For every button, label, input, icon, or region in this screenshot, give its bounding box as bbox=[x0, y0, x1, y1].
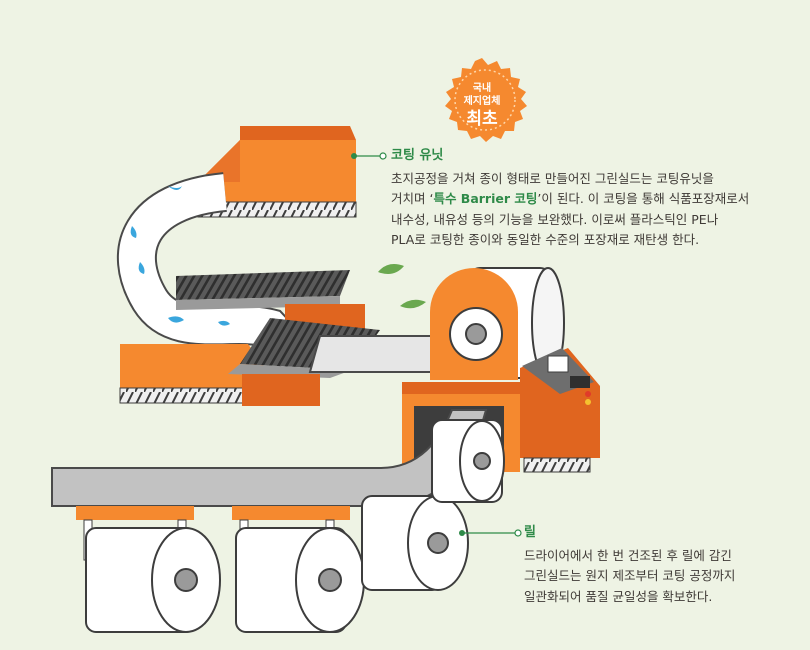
callout-reel bbox=[459, 529, 522, 537]
drying-unit bbox=[119, 270, 380, 406]
bottom-rolls bbox=[85, 419, 505, 633]
reel-roll bbox=[361, 495, 469, 591]
callout-coating-unit bbox=[351, 152, 387, 160]
coating-unit-description: 코팅 유닛 초지공정을 거쳐 종이 형태로 만들어진 그린실드는 코팅유닛을 거… bbox=[391, 146, 801, 251]
coating-hopper bbox=[197, 126, 357, 218]
coating-unit-text-b: ’이 된다. 이 코팅을 통해 식품포장재로서 내수성, 내유성 등의 기능을 … bbox=[391, 191, 750, 247]
water-drop-icon bbox=[168, 186, 182, 190]
badge-text: 국내 제지업체 최초 bbox=[438, 82, 526, 130]
paper-roll bbox=[85, 527, 221, 633]
first-in-korea-badge bbox=[445, 58, 527, 142]
water-drop-icon bbox=[130, 226, 137, 238]
coating-unit-highlight: 특수 Barrier 코팅 bbox=[433, 191, 538, 206]
paper-roll bbox=[235, 527, 365, 633]
reel-body: 드라이어에서 한 번 건조된 후 릴에 감긴 그린실드는 원지 제조부터 코팅 … bbox=[524, 547, 736, 604]
reel-description: 릴 드라이어에서 한 번 건조된 후 릴에 감긴 그린실드는 원지 제조부터 코… bbox=[524, 523, 804, 607]
reel-roll-upper bbox=[431, 419, 505, 503]
sheet-to-roller bbox=[308, 335, 441, 373]
roller-housing bbox=[430, 268, 518, 380]
water-drop-icon bbox=[138, 262, 145, 274]
water-drops bbox=[130, 186, 230, 326]
coating-unit-body: 초지공정을 거쳐 종이 형태로 만들어진 그린실드는 코팅유닛을 거치며 ‘특수… bbox=[391, 169, 801, 251]
water-drop-icon bbox=[168, 316, 184, 323]
leaf-icon bbox=[400, 299, 426, 309]
badge-line-2: 제지업체 bbox=[463, 96, 501, 107]
badge-line-3: 최초 bbox=[466, 109, 498, 129]
coating-unit-text-a: 초지공정을 거쳐 종이 형태로 만들어진 그린실드는 코팅유닛을 거치며 ‘ bbox=[391, 170, 714, 207]
control-panel bbox=[520, 348, 600, 473]
paper-sheet-path bbox=[116, 172, 315, 374]
reel-title: 릴 bbox=[524, 525, 536, 540]
badge-line-1: 국내 bbox=[472, 83, 492, 94]
water-drop-icon bbox=[218, 320, 230, 326]
leaf-icon bbox=[378, 264, 404, 274]
coating-unit-title: 코팅 유닛 bbox=[391, 148, 444, 163]
leaves bbox=[378, 264, 426, 309]
